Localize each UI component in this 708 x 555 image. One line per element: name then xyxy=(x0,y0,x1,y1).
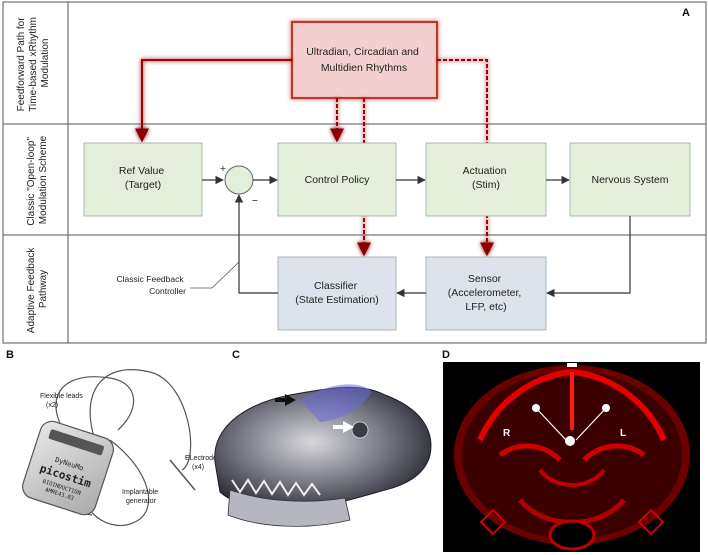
svg-text:Classifier (State Estima: Classifier (State Estimation) xyxy=(295,280,378,306)
summing-plus: + xyxy=(220,163,226,175)
actuation-box: Actuation (Stim) xyxy=(425,142,547,217)
summing-minus: − xyxy=(252,195,258,207)
lane-label-feedforward: Feedforward Path for Time-based xRhythm … xyxy=(16,14,51,111)
ct-right-label: R xyxy=(503,428,511,439)
sensor-box: Sensor (Accelerometer, LFP, etc) xyxy=(425,256,547,331)
control-policy-box: Control Policy xyxy=(277,142,397,217)
signal-flow-arrows xyxy=(202,175,631,298)
callout-line xyxy=(190,261,240,289)
lane-label-open-loop: Classic "Open-loop" Modulation Scheme xyxy=(26,134,49,226)
nervous-system-box: Nervous System xyxy=(569,142,691,217)
ct-scan-icon xyxy=(443,362,700,552)
classic-feedback-label: Classic Feedback Controller xyxy=(117,274,187,296)
panel-letter-a: A xyxy=(682,7,690,19)
classifier-box: Classifier (State Estimation) xyxy=(277,256,397,331)
svg-text:Sensor (Accelerometer,: Sensor (Accelerometer, LFP, etc) xyxy=(448,273,524,313)
svg-text:Ref Value (Target): Ref Value (Target) xyxy=(119,165,167,191)
ref-value-box: Ref Value (Target) xyxy=(83,142,203,217)
panel-letter-b: B xyxy=(6,349,14,361)
rhythms-box: Ultradian, Circadian and Multidien Rhyth… xyxy=(290,20,439,100)
lane-label-adaptive: Adaptive Feedback Pathway xyxy=(26,245,49,333)
arrow-icon xyxy=(135,59,292,143)
svg-text:Control Policy: Control Policy xyxy=(305,174,371,186)
generator-label: Implantable generator xyxy=(122,489,160,505)
flexible-leads-label: Flexible leads (x2) xyxy=(40,393,85,409)
arrow-icon xyxy=(234,194,278,294)
panel-letter-d: D xyxy=(442,349,450,361)
skull-render-icon xyxy=(214,384,432,527)
arrow-icon xyxy=(546,216,631,298)
svg-text:Ultradian, Circadian and: Ultradian, Circadian and Multidien Rhyth… xyxy=(306,46,422,74)
svg-text:Nervous System: Nervous System xyxy=(591,174,668,186)
panel-letter-c: C xyxy=(232,349,240,361)
neurostimulator-device-icon: DyNeuMo picostim BIOINDUCTION AMRE43.03 xyxy=(22,369,196,527)
ct-left-label: L xyxy=(620,428,626,439)
summing-junction-icon: + − xyxy=(220,163,258,207)
svg-text:Actuation (Stim): Actuation (Stim) xyxy=(463,165,510,191)
panel-a-frame xyxy=(2,1,707,344)
electrodes-label: ELectrodes (x4) xyxy=(185,455,222,471)
